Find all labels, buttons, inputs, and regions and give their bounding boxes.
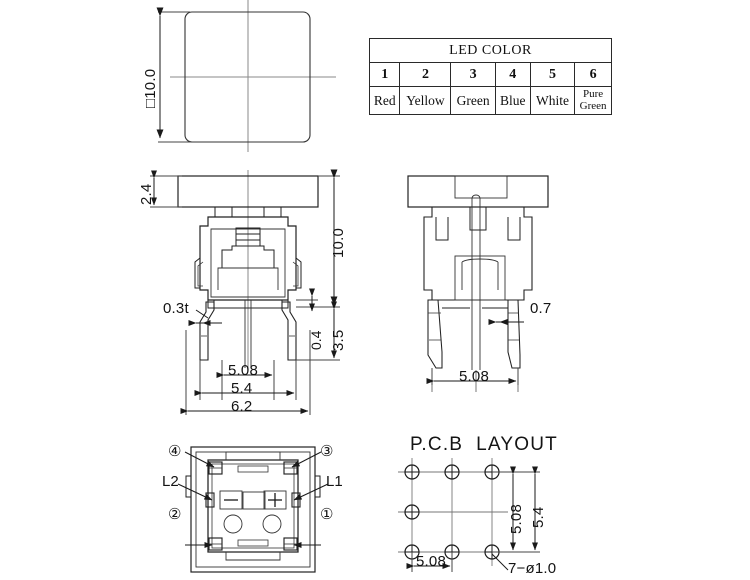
dim-pcb-overall-5-4: 5.4 (530, 506, 547, 528)
led-color-2: Yellow (399, 86, 452, 115)
dim-pin-pitch-5-08: 5.08 (228, 362, 258, 379)
led-table-title: LED COLOR (369, 38, 612, 63)
callout-hole-7-dia-1-0: 7−ø1.0 (508, 560, 557, 577)
pin-callout-1: ① (320, 506, 334, 523)
led-color-1: Red (368, 86, 401, 115)
dim-thickness-0-3t: 0.3t (163, 300, 189, 317)
front-view-geometry (150, 169, 340, 415)
led-number-4: 4 (494, 62, 531, 87)
side-view-geometry (407, 175, 549, 392)
dim-total-height-10: 10.0 (330, 228, 347, 258)
pcb-layout-title: P.C.B LAYOUT (410, 434, 558, 455)
pcb-layout-geometry (398, 458, 540, 572)
led-number-5: 5 (529, 62, 576, 87)
led-table-header-row: LED COLOR (369, 38, 612, 63)
pin-callout-4: ④ (168, 443, 182, 460)
led-terminal-l1: L1 (326, 473, 343, 490)
led-terminal-l2: L2 (162, 473, 179, 490)
pin-callout-3: ③ (320, 443, 334, 460)
dim-top-square-10: □10.0 (142, 68, 159, 108)
led-color-6-line1: Pure (583, 88, 604, 101)
dim-shoulder-0-4: 0.4 (308, 330, 324, 350)
dim-pcb-pitch-x-5-08: 5.08 (416, 553, 446, 570)
led-number-2: 2 (399, 62, 452, 87)
dim-body-width-6-2: 6.2 (231, 398, 253, 415)
top-view-geometry (156, 0, 336, 152)
dim-pcb-pitch-y-5-08: 5.08 (508, 504, 525, 534)
led-number-6: 6 (574, 62, 612, 87)
dim-side-pitch-5-08: 5.08 (459, 368, 489, 385)
led-color-table: LED COLOR 1 2 3 4 5 6 Red Yellow Green B… (368, 38, 612, 115)
led-table-number-row: 1 2 3 4 5 6 (368, 62, 612, 87)
led-color-5: White (529, 86, 576, 115)
dim-cap-height-2-4: 2.4 (138, 183, 155, 205)
led-number-1: 1 (368, 62, 401, 87)
dim-inner-width-5-4: 5.4 (231, 380, 253, 397)
dim-lead-length-3-5: 3.5 (330, 329, 347, 351)
led-color-6-line2: Green (579, 99, 607, 112)
pin-callout-2: ② (168, 506, 182, 523)
led-color-4: Blue (494, 86, 531, 115)
bottom-view-geometry (177, 446, 329, 573)
led-color-3: Green (450, 86, 496, 115)
led-number-3: 3 (450, 62, 496, 87)
dim-lead-width-0-7: 0.7 (530, 300, 552, 317)
